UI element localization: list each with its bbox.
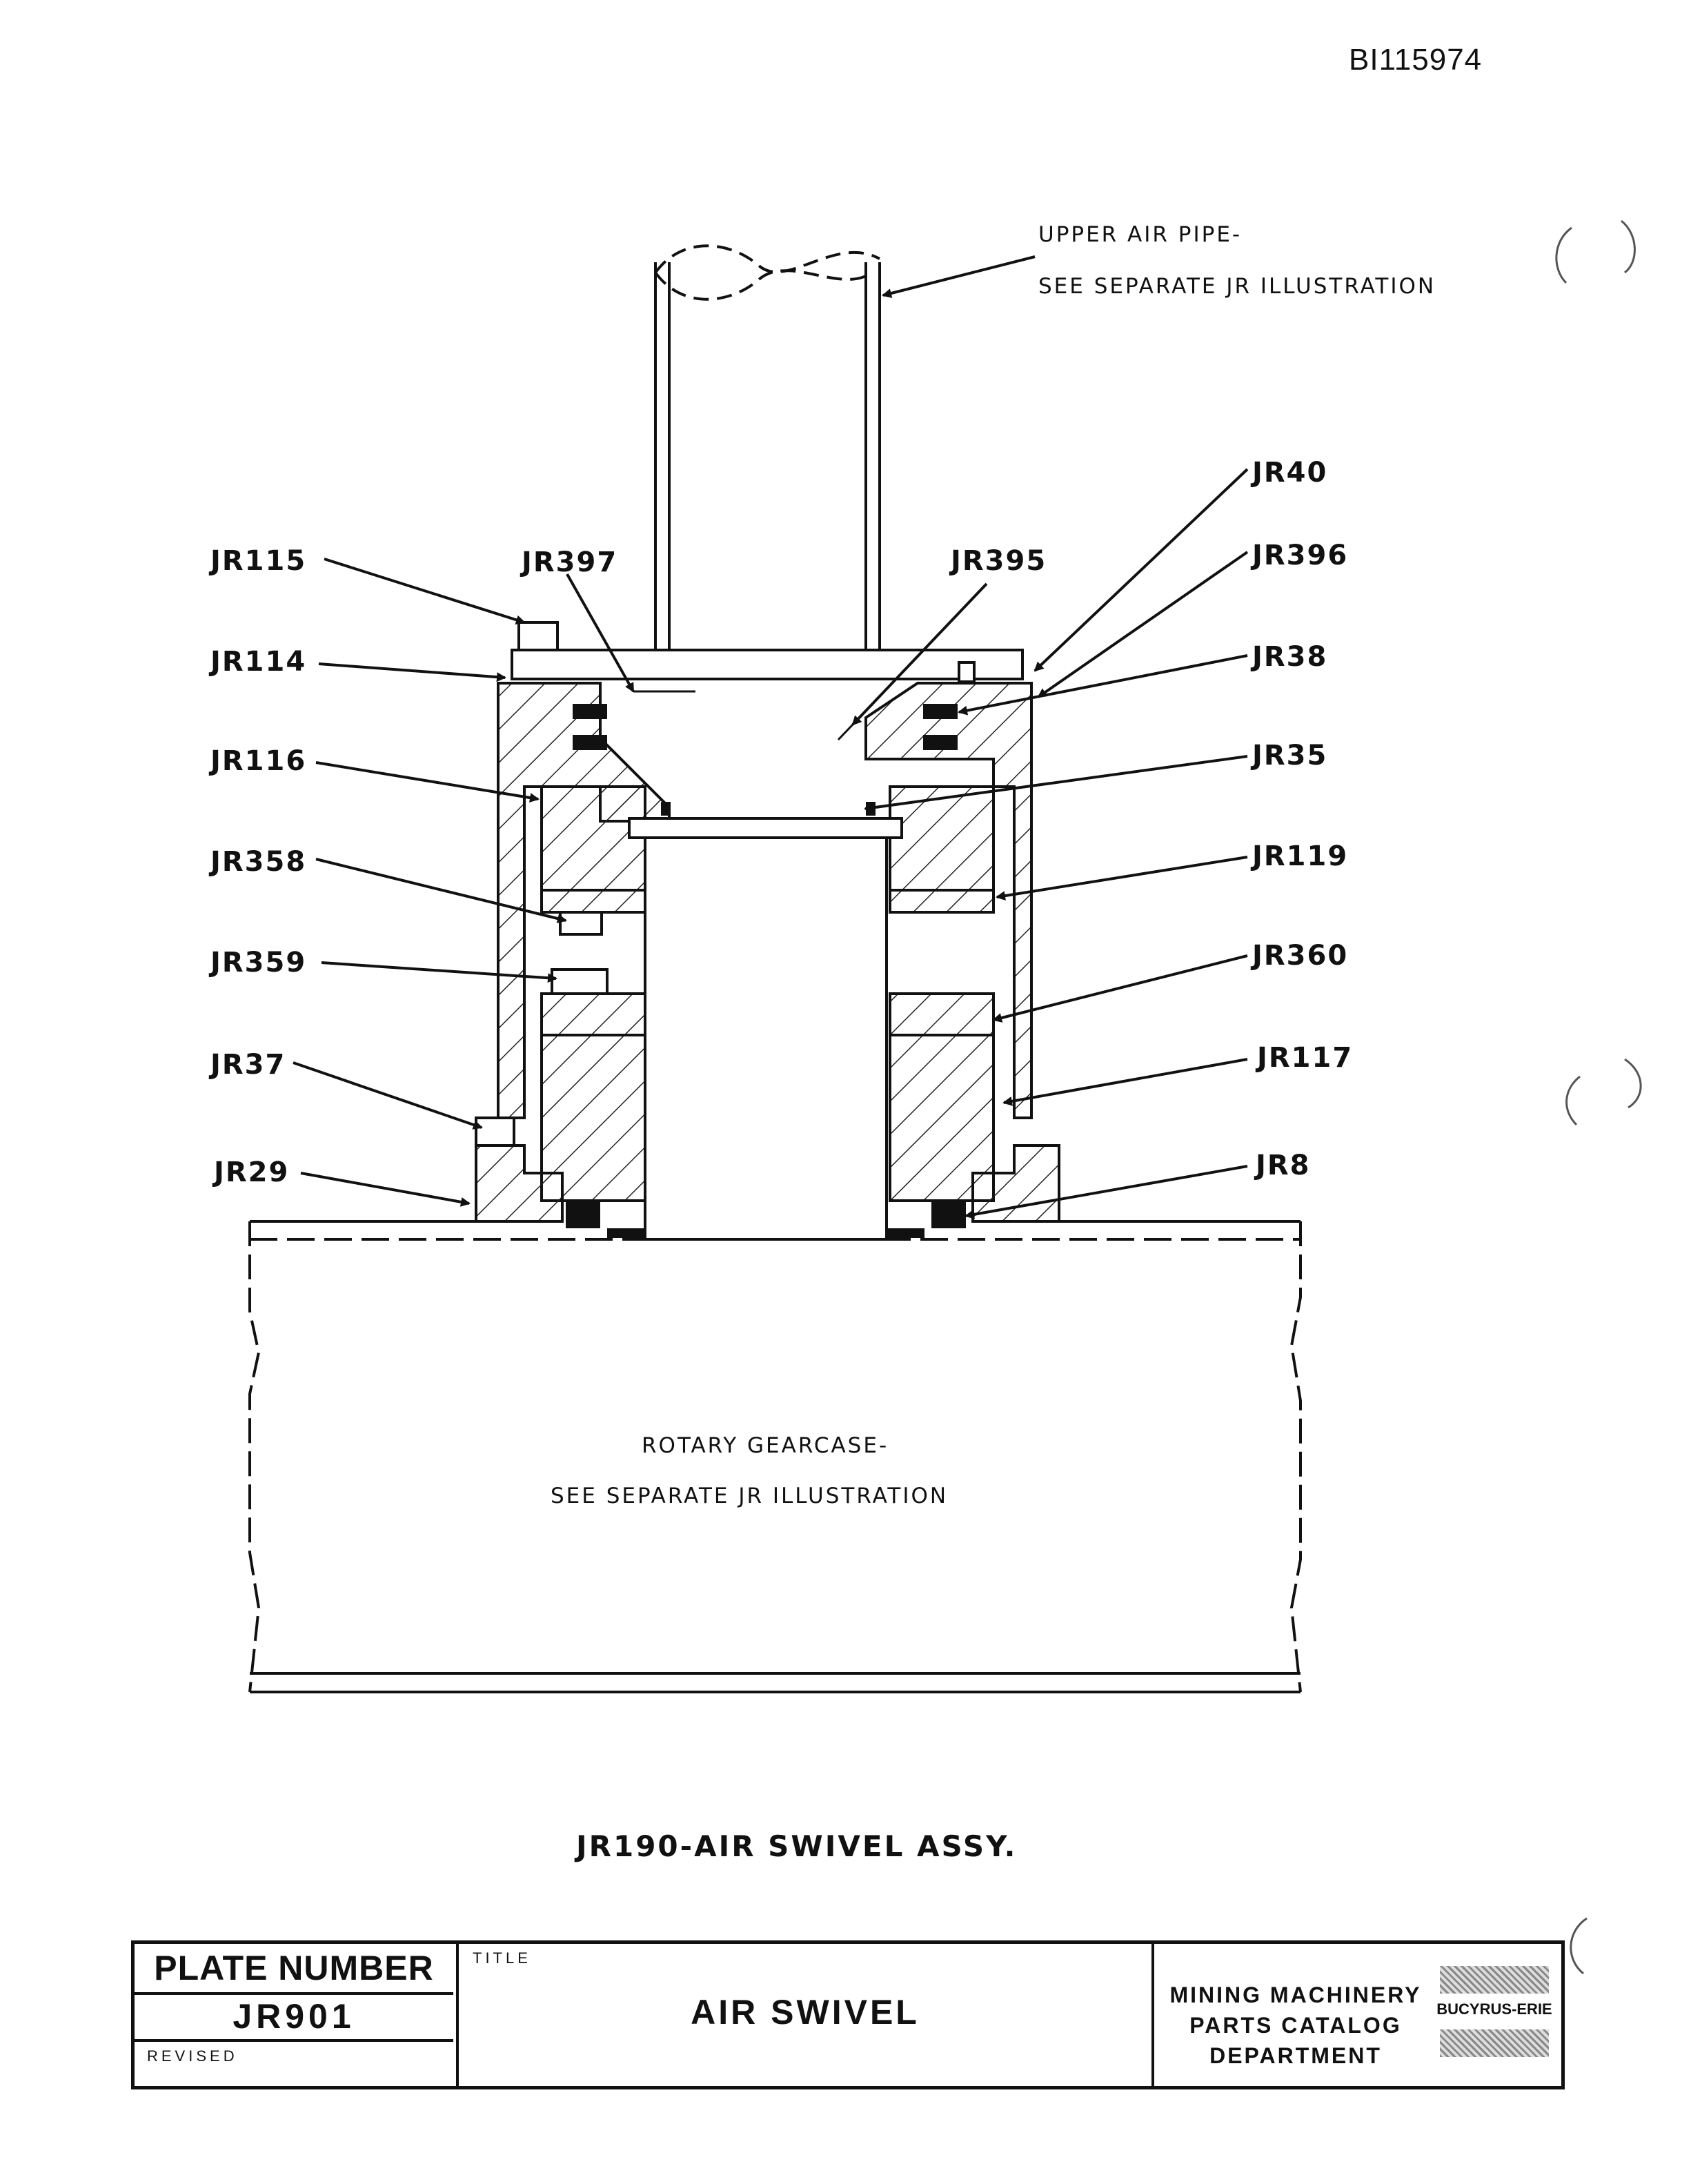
seal-lower-left xyxy=(566,1201,600,1228)
document-id: BI115974 xyxy=(1349,43,1483,77)
label-jr117: JR117 xyxy=(1255,1042,1353,1074)
department-line-1: MINING MACHINERY xyxy=(1169,1983,1422,2007)
label-jr396: JR396 xyxy=(1250,540,1348,571)
bolt-jr358 xyxy=(559,911,603,936)
lower-race-left xyxy=(540,992,646,1036)
department-line-2: PARTS CATALOG xyxy=(1189,2013,1402,2038)
seal-lower-right xyxy=(931,1201,966,1228)
upper-pipe-note-line1: UPPER AIR PIPE- xyxy=(1038,222,1242,247)
gearcase-right-break xyxy=(1289,1221,1302,1693)
margin-marks xyxy=(1555,219,1642,1975)
seal-bottom-left xyxy=(607,1228,645,1238)
title-cell: TITLE AIR SWIVEL xyxy=(459,1944,1154,2086)
department-line-3: DEPARTMENT xyxy=(1209,2043,1382,2068)
label-jr38: JR38 xyxy=(1250,641,1327,673)
gearcase-left-break xyxy=(248,1221,261,1693)
plate-number-value: JR901 xyxy=(135,1994,453,2042)
lower-race-right xyxy=(889,992,995,1036)
department-cell: MINING MACHINERY PARTS CATALOG DEPARTMEN… xyxy=(1154,1944,1561,2086)
label-jr8: JR8 xyxy=(1254,1150,1311,1181)
upper-race-right xyxy=(889,889,995,914)
label-jr40: JR40 xyxy=(1250,457,1327,489)
upper-pipe-note-line2: SEE SEPARATE JR ILLUSTRATION xyxy=(1038,274,1436,299)
upper-race-left xyxy=(540,889,646,914)
bolt-top-left xyxy=(517,621,559,651)
gearcase-note-line2: SEE SEPARATE JR ILLUSTRATION xyxy=(551,1484,948,1508)
seal-upper-left-2 xyxy=(573,735,607,750)
bolt-jr37 xyxy=(475,1116,515,1147)
bucyrus-erie-logo: BUCYRUS-ERIE xyxy=(1436,1963,1553,2067)
seal-bottom-right xyxy=(887,1228,924,1238)
label-jr116: JR116 xyxy=(208,745,306,777)
logo-lower-bar xyxy=(1440,2029,1549,2057)
label-jr395: JR395 xyxy=(949,545,1047,577)
pipe-break-line xyxy=(654,244,880,274)
label-jr359: JR359 xyxy=(208,947,306,978)
plate-number-cell: PLATE NUMBER JR901 REVISED xyxy=(135,1944,459,2086)
label-jr114: JR114 xyxy=(208,646,306,678)
plate-number-label: PLATE NUMBER xyxy=(135,1944,453,1995)
label-jr119: JR119 xyxy=(1250,840,1348,872)
label-jr35: JR35 xyxy=(1250,740,1327,771)
seal-upper-right-1 xyxy=(923,704,958,719)
title-block: PLATE NUMBER JR901 REVISED TITLE AIR SWI… xyxy=(131,1940,1565,2089)
label-jr29: JR29 xyxy=(212,1157,289,1188)
seal-upper-left-1 xyxy=(573,704,607,719)
assembly-caption: JR190-AIR SWIVEL ASSY. xyxy=(574,1829,1017,1863)
department-name: MINING MACHINERY PARTS CATALOG DEPARTMEN… xyxy=(1154,1980,1437,2071)
logo-text: BUCYRUS-ERIE xyxy=(1436,2000,1553,2018)
spindle-top-collar xyxy=(628,817,903,839)
title-value: AIR SWIVEL xyxy=(691,1993,920,2031)
title-label: TITLE xyxy=(473,1949,531,1967)
gearcase-note-line1: ROTARY GEARCASE- xyxy=(642,1433,889,1458)
logo-upper-bar xyxy=(1440,1966,1549,1994)
label-jr397: JR397 xyxy=(520,547,617,578)
label-jr115: JR115 xyxy=(208,545,306,577)
pipe-flange xyxy=(511,649,1024,680)
spindle xyxy=(644,836,888,1241)
revised-label: REVISED xyxy=(147,2047,238,2065)
bolt-jr359 xyxy=(551,968,609,995)
label-jr37: JR37 xyxy=(208,1049,286,1081)
label-jr358: JR358 xyxy=(208,846,306,878)
label-jr360: JR360 xyxy=(1250,940,1348,972)
seal-upper-right-2 xyxy=(923,735,958,750)
bolt-top-right xyxy=(958,661,976,683)
seal-mid-left xyxy=(661,802,671,816)
